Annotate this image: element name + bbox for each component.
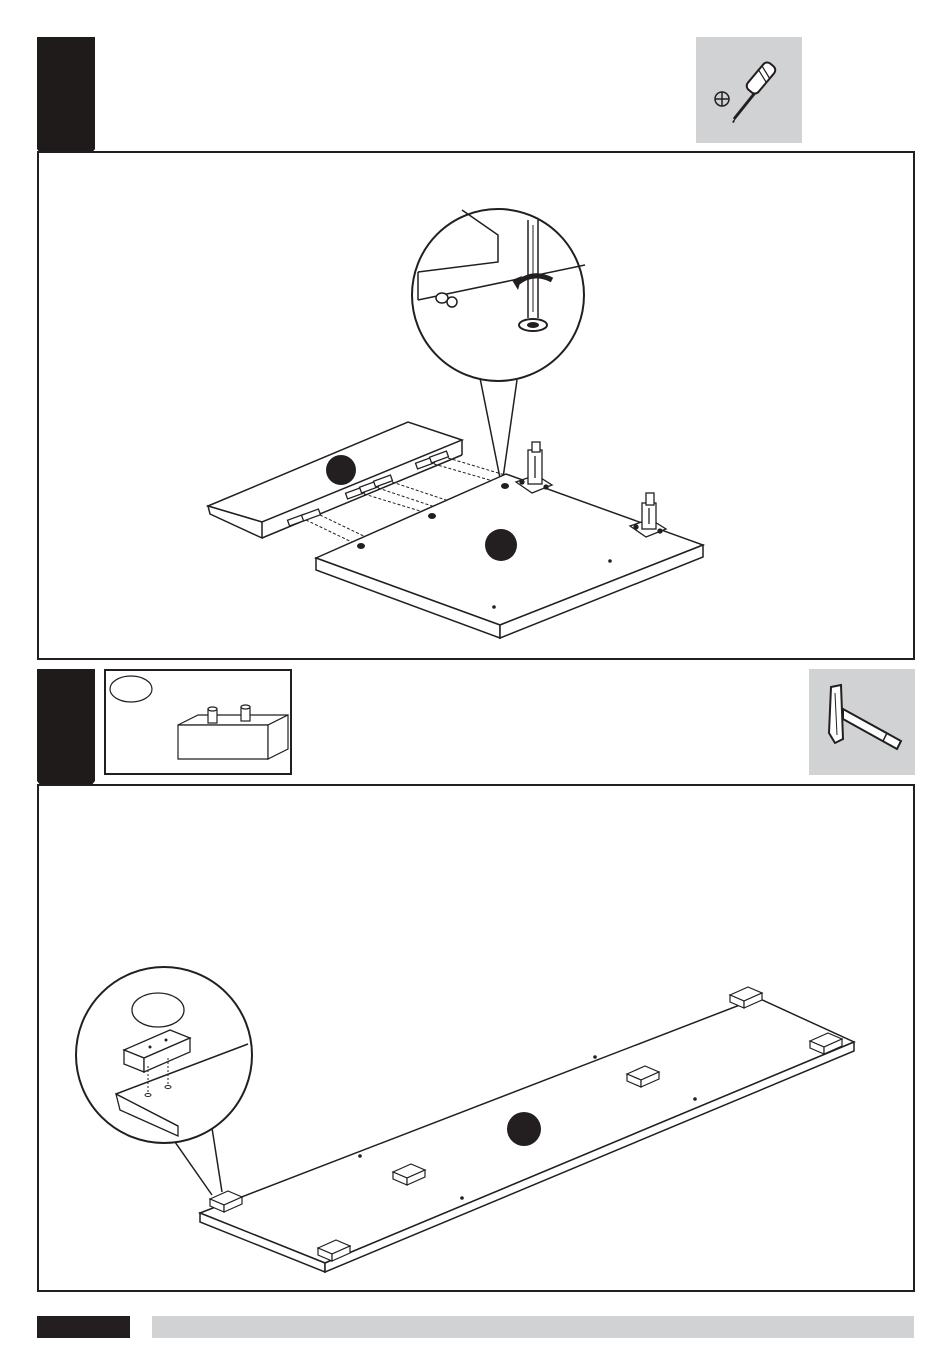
- footer-bar: [152, 1316, 914, 1338]
- part-marker-bottom: [507, 1112, 541, 1146]
- page-number-block: [37, 1316, 130, 1338]
- step-2-assembly-diagram: [0, 0, 950, 1300]
- part-label-oval-detail: [132, 993, 184, 1027]
